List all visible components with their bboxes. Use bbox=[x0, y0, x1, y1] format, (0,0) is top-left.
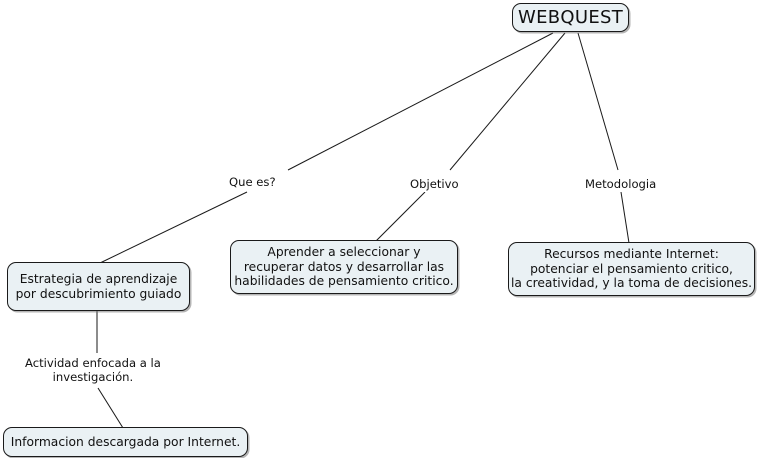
link-label-actividad-investigacion[interactable]: Actividad enfocada a la investigación. bbox=[22, 355, 164, 386]
node-webquest[interactable]: WEBQUEST bbox=[512, 3, 629, 32]
edge-root-to-metodologia-upper bbox=[577, 32, 619, 171]
node-informacion-descargada[interactable]: Informacion descargada por Internet. bbox=[3, 427, 248, 457]
link-label-objetivo[interactable]: Objetivo bbox=[407, 176, 462, 193]
edge-root-to-que-es-upper bbox=[287, 32, 554, 171]
link-label-que-es[interactable]: Que es? bbox=[226, 174, 279, 191]
edge-objetivo-to-node bbox=[375, 191, 426, 242]
node-metodologia-detalle[interactable]: Recursos mediante Internet: potenciar el… bbox=[508, 242, 755, 296]
edge-que-es-to-estrategia bbox=[99, 191, 248, 264]
edge-metodologia-to-node bbox=[620, 191, 630, 244]
link-label-metodologia[interactable]: Metodologia bbox=[582, 176, 660, 193]
node-objetivo-detalle[interactable]: Aprender a seleccionar y recuperar datos… bbox=[230, 240, 458, 294]
edge-root-to-objetivo-upper bbox=[449, 32, 566, 171]
node-estrategia-aprendizaje[interactable]: Estrategia de aprendizaje por descubrimi… bbox=[7, 262, 190, 311]
edge-actividad-to-informacion bbox=[97, 387, 124, 429]
